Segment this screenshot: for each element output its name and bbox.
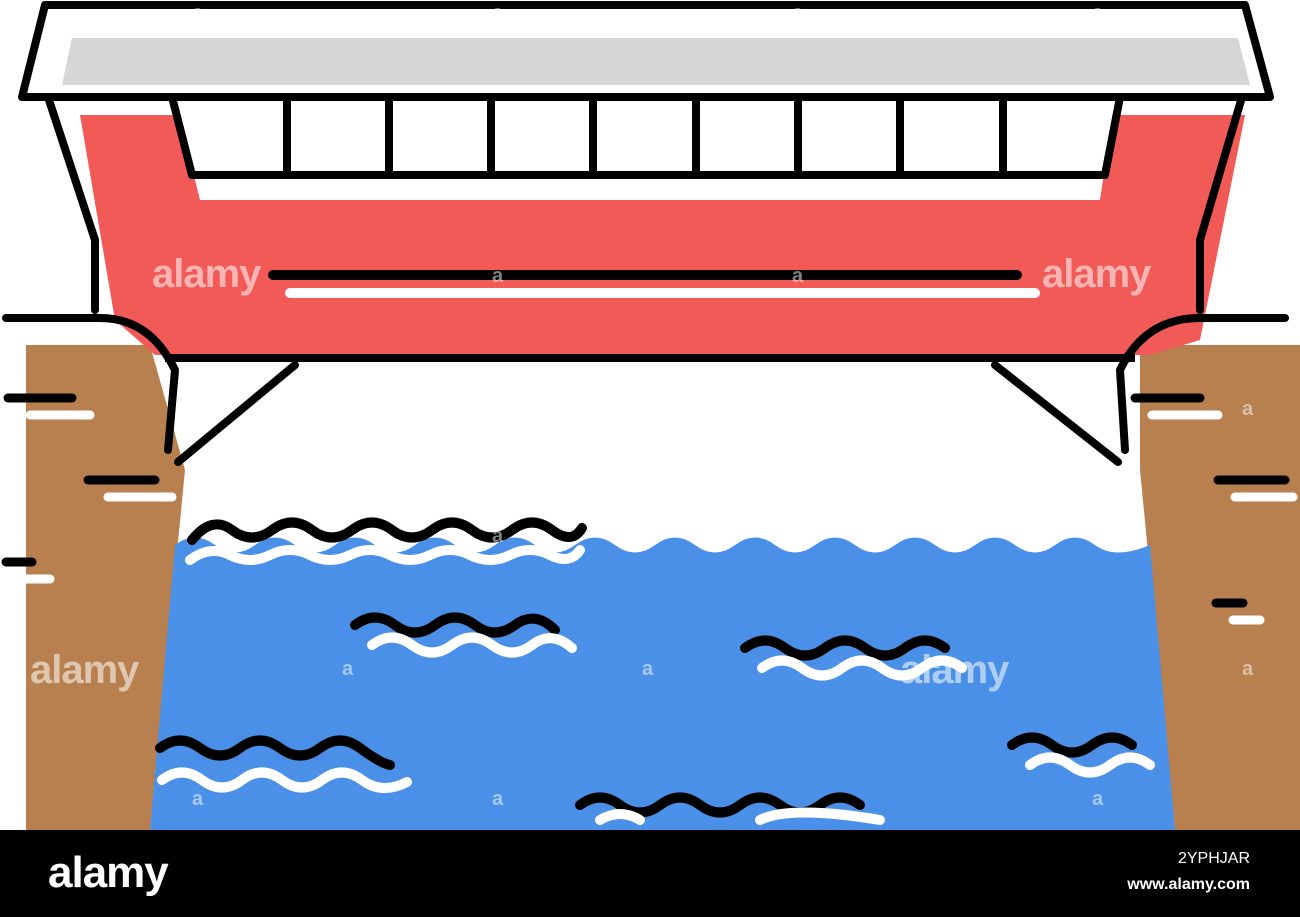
footer-bar: alamy 2YPHJAR www.alamy.com — [0, 830, 1300, 917]
left-bank — [26, 345, 185, 830]
image-id: 2YPHJAR — [1177, 850, 1250, 867]
bridge-illustration: alamy alamy alamy alamy a a a a a a a a … — [1, 1, 1300, 830]
window-band — [175, 98, 1115, 200]
footer-logo[interactable]: alamy — [48, 848, 169, 897]
water — [150, 537, 1175, 830]
site-url[interactable]: www.alamy.com — [1127, 876, 1250, 893]
right-bank — [1140, 345, 1300, 830]
